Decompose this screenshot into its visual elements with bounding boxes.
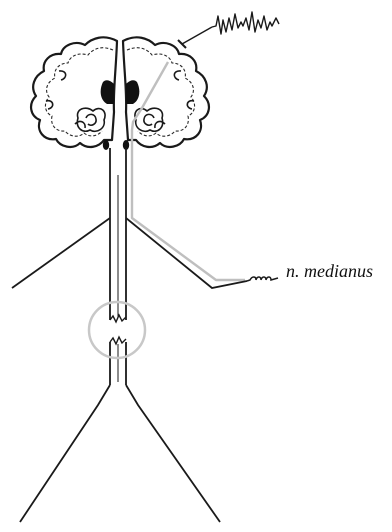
lesion-highlight-circle: [89, 302, 145, 358]
lesion-break: [110, 315, 126, 344]
stimulus-coil-icon: [247, 277, 278, 281]
afferent-pathway: [132, 62, 245, 280]
nerve-label: n. medianus: [286, 261, 373, 281]
brain-cross-section: [31, 37, 209, 147]
gyri-folds: [46, 71, 194, 128]
basal-ganglia: [77, 108, 162, 131]
cortex-inner-contour: [45, 48, 194, 136]
spinal-cord: [110, 148, 126, 385]
legs: [20, 385, 220, 522]
eeg-trace: [178, 12, 279, 48]
